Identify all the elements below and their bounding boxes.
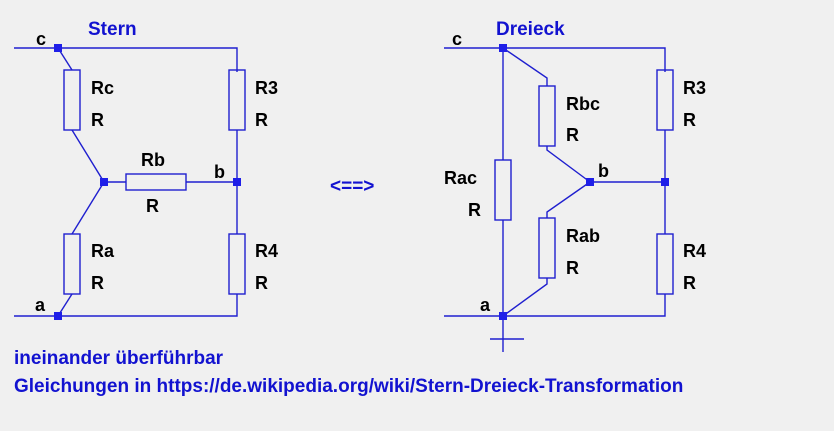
star-circuit: Stern c b a Rc R R3 R Rb R Ra R R4 R [14,19,278,320]
star-r3-value: R [255,110,268,130]
delta-resistor-rab [538,217,556,279]
delta-ground-marker [490,316,524,352]
delta-resistor-r3 [656,69,674,131]
star-wire-a [14,294,238,317]
delta-r3-value: R [683,110,696,130]
star-ra-value: R [91,273,104,293]
delta-rab-value: R [566,258,579,278]
star-ra-name: Ra [91,241,115,261]
star-resistor-rb [125,173,187,191]
star-rb-name: Rb [141,150,165,170]
delta-wire-c [444,47,666,72]
delta-node-a [499,312,507,320]
delta-rbc-name: Rbc [566,94,600,114]
star-r4-name: R4 [255,241,278,261]
delta-node-c [499,44,507,52]
star-node-b [233,178,241,186]
delta-node-b [586,178,594,186]
delta-wire-rbc-top [502,47,548,86]
star-resistor-r4 [228,233,246,295]
delta-rbc-value: R [566,125,579,145]
delta-node-junction [661,178,669,186]
equivalence-arrow: <==> [330,176,374,197]
delta-title: Dreieck [496,19,565,40]
star-rb-value: R [146,196,159,216]
star-resistor-rc [63,69,81,131]
star-rc-value: R [91,110,104,130]
delta-node-a-label: a [480,295,491,315]
star-wire-rc-bottom [71,129,126,183]
star-node-center [100,178,108,186]
star-node-a [54,312,62,320]
delta-r4-name: R4 [683,241,706,261]
star-resistor-r3 [228,69,246,131]
delta-rac-name: Rac [444,168,477,188]
delta-r4-value: R [683,273,696,293]
star-r4-value: R [255,273,268,293]
star-rc-name: Rc [91,78,114,98]
delta-rac-value: R [468,200,481,220]
delta-node-c-label: c [452,29,462,49]
delta-circuit: Dreieck c b a Rbc R Rac R Rab R R3 R R4 … [444,19,706,352]
delta-resistor-rac [494,159,512,221]
delta-resistor-r4 [656,233,674,295]
note-convertible: ineinander überführbar [14,348,224,369]
delta-wire-a [444,294,666,317]
delta-resistor-rbc [538,85,556,147]
star-node-b-label: b [214,162,225,182]
note-equations-link: Gleichungen in https://de.wikipedia.org/… [14,376,684,397]
delta-wire-rab-bottom [502,278,548,317]
star-title: Stern [88,19,137,40]
star-node-a-label: a [35,295,46,315]
delta-rab-name: Rab [566,226,600,246]
star-node-c-label: c [36,29,46,49]
star-wire-ra-top [71,181,105,235]
delta-node-b-label: b [598,161,609,181]
delta-wire-rbc-bottom [546,146,591,183]
delta-r3-name: R3 [683,78,706,98]
star-node-c [54,44,62,52]
star-r3-name: R3 [255,78,278,98]
delta-wire-rab-top [546,181,591,218]
star-wire-c [14,47,238,72]
star-resistor-ra [63,233,81,295]
